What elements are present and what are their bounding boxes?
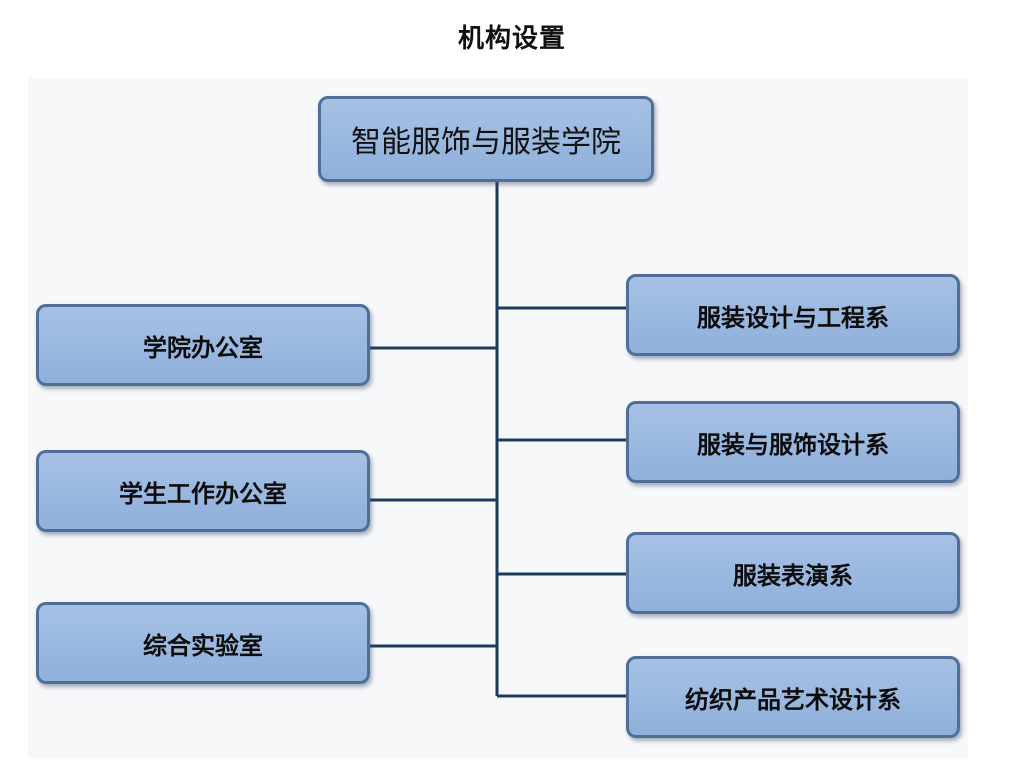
office-node-general: 学院办公室	[36, 304, 370, 386]
department-node-textile-art: 纺织产品艺术设计系	[626, 656, 960, 738]
department-node-label: 纺织产品艺术设计系	[685, 685, 901, 714]
department-node-label: 服装设计与工程系	[697, 303, 889, 332]
office-node-label: 学院办公室	[143, 333, 263, 362]
college-node-label: 智能服饰与服装学院	[351, 125, 621, 160]
department-node-label: 服装与服饰设计系	[697, 430, 889, 459]
office-node-label: 综合实验室	[143, 631, 263, 660]
department-node-fashion-design: 服装与服饰设计系	[626, 401, 960, 483]
page-title: 机构设置	[457, 24, 566, 54]
department-node-label: 服装表演系	[733, 561, 853, 590]
department-node-design-engineering: 服装设计与工程系	[626, 274, 960, 356]
office-node-student-affairs: 学生工作办公室	[36, 450, 370, 532]
office-node-laboratory: 综合实验室	[36, 602, 370, 684]
college-node: 智能服饰与服装学院	[318, 96, 654, 182]
office-node-label: 学生工作办公室	[119, 479, 287, 508]
department-node-performance: 服装表演系	[626, 532, 960, 614]
